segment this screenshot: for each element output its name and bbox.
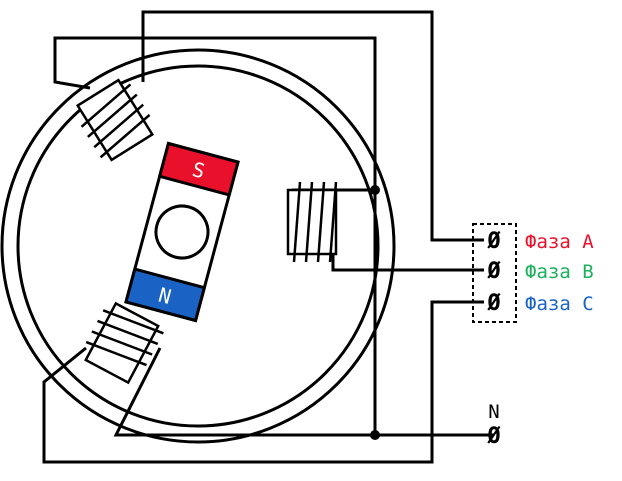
stator-inner-ring: [16, 64, 380, 428]
magnet-pole-s: [157, 141, 240, 197]
neutral-terminal: N Ø: [486, 401, 501, 449]
wire-coil1-common: [53, 36, 377, 435]
wire-phase-c: [42, 300, 484, 464]
rotor-magnet: S N: [124, 141, 240, 323]
stator: [0, 48, 396, 444]
phase-b-label: Фаза B: [525, 261, 594, 283]
wire-phase-a: [141, 10, 484, 242]
phase-c-label: Фаза C: [525, 293, 594, 315]
neutral-label: N: [488, 401, 499, 423]
neutral-terminal-symbol[interactable]: Ø: [486, 424, 501, 449]
pole-s-label: S: [190, 157, 208, 183]
coil-phase-a: [75, 78, 155, 162]
junction-dot-upper: [370, 185, 380, 195]
coil-phase-c: [84, 301, 164, 385]
terminal-a-symbol[interactable]: Ø: [486, 229, 501, 254]
coil-phase-b: [286, 181, 338, 263]
terminal-block: Ø Ø Ø: [472, 223, 517, 323]
terminal-c-symbol[interactable]: Ø: [486, 291, 501, 316]
wire-coil3-common: [113, 347, 494, 437]
stator-outer-ring: [0, 48, 396, 444]
junction-dot-lower: [370, 430, 380, 440]
pole-n-label: N: [156, 283, 174, 309]
wire-phase-b: [331, 205, 484, 272]
terminal-b-symbol[interactable]: Ø: [486, 259, 501, 284]
phase-a-label: Фаза A: [525, 231, 594, 253]
magnet-pole-n: [124, 267, 207, 323]
rotor-shaft: [154, 204, 210, 260]
wiring: [42, 10, 494, 464]
terminal-block-frame: [472, 223, 517, 323]
